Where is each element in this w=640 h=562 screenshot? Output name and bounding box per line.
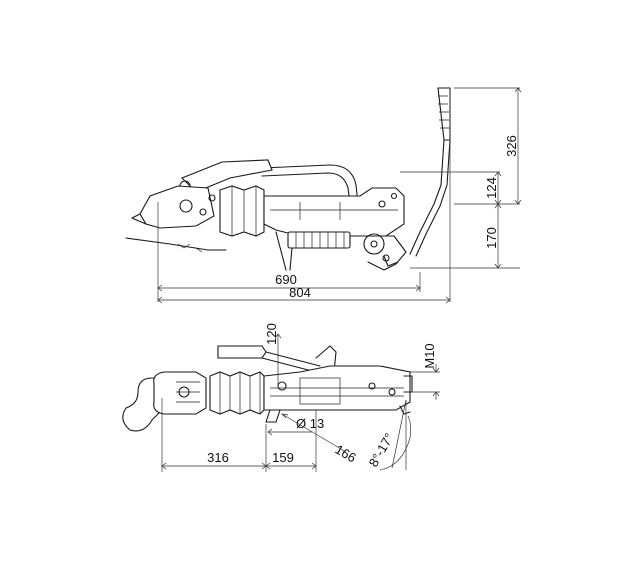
dim-d13-label: Ø 13 [296,416,324,431]
dim-159-label: 159 [272,450,294,465]
dim-120: 120 [264,323,282,386]
dim-326-label: 326 [504,135,519,157]
side-view: 326 124 170 690 804 [125,87,522,304]
dim-angle-label: 8°-17° [366,430,397,469]
dim-m10: M10 [410,343,440,400]
dim-316-label: 316 [207,450,229,465]
brake-wheel [355,233,407,271]
dim-804-label: 804 [289,285,311,300]
breakaway-cable [125,237,227,251]
dim-124: 124 [484,171,502,205]
dim-120-label: 120 [264,323,279,345]
dim-804: 804 [157,285,451,304]
dim-690: 690 [157,272,421,292]
dim-m10-label: M10 [422,343,437,368]
dim-690-label: 690 [275,272,297,287]
top-coupling-head [153,371,207,415]
dim-170-label: 170 [484,227,499,249]
top-lever [217,345,337,373]
main-body [263,187,405,237]
top-bellows [209,371,265,415]
coupling-head [139,185,215,229]
dim-170: 170 [484,203,502,269]
dim-124-label: 124 [484,177,499,199]
dim-d13: Ø 13 [267,416,324,436]
dim-159: 159 [265,450,317,470]
dim-166-label: 166 [333,442,359,466]
bellows [219,185,265,237]
dim-326: 326 [504,87,522,205]
top-view: 120 M10 Ø 13 166 8°-17° [122,323,440,472]
arched-handle [261,164,359,205]
dim-316: 316 [161,450,267,470]
damper-spring [275,231,351,271]
